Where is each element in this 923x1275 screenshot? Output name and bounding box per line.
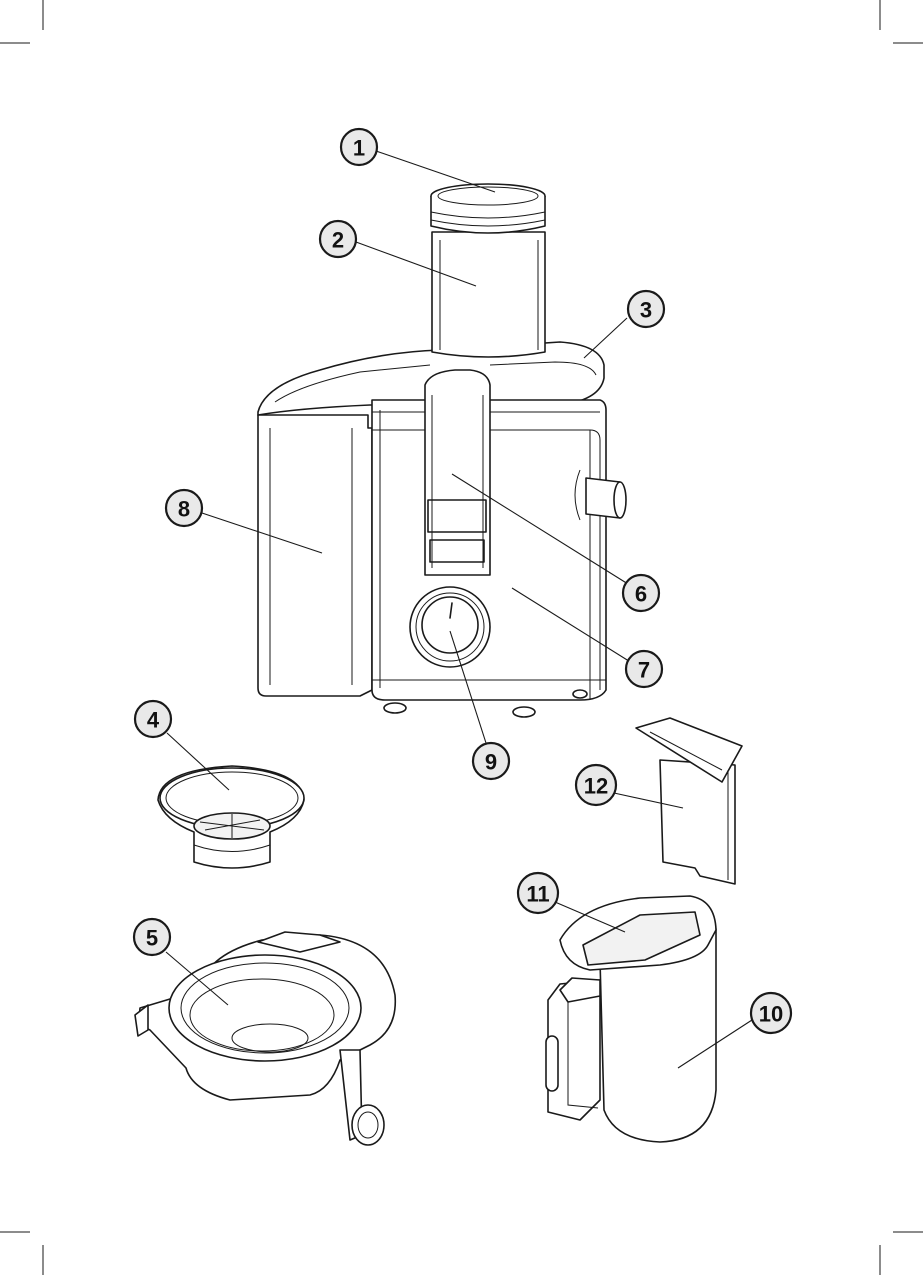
callout-3: 3 [628,291,664,327]
feed-tube-drawing [432,232,545,357]
filter-basket-drawing [158,766,304,868]
speed-knob-drawing [410,587,490,667]
callout-5: 5 [134,919,170,955]
callout-6: 6 [623,575,659,611]
pusher-drawing [431,184,545,233]
juice-collector-drawing [135,932,395,1145]
callout-10: 10 [751,993,791,1033]
svg-text:9: 9 [485,750,497,775]
callout-1: 1 [341,129,377,165]
callout-2: 2 [320,221,356,257]
callout-12: 12 [576,765,616,805]
locking-arm-drawing [425,370,490,575]
callout-7: 7 [626,651,662,687]
svg-text:12: 12 [584,774,608,799]
svg-text:11: 11 [526,882,549,907]
juicer-main-unit [258,184,626,717]
juice-jug-drawing [546,896,716,1142]
callout-11: 11 [518,873,558,913]
callout-8: 8 [166,490,202,526]
svg-text:8: 8 [178,497,190,522]
svg-text:10: 10 [759,1002,783,1027]
callout-4: 4 [135,701,171,737]
svg-text:1: 1 [353,136,365,161]
svg-text:7: 7 [638,658,650,683]
svg-text:2: 2 [332,228,344,253]
svg-text:4: 4 [147,708,160,733]
callout-9: 9 [473,743,509,779]
svg-text:5: 5 [146,926,158,951]
pulp-container-drawing [258,398,372,696]
svg-text:6: 6 [635,582,647,607]
svg-text:3: 3 [640,298,652,323]
